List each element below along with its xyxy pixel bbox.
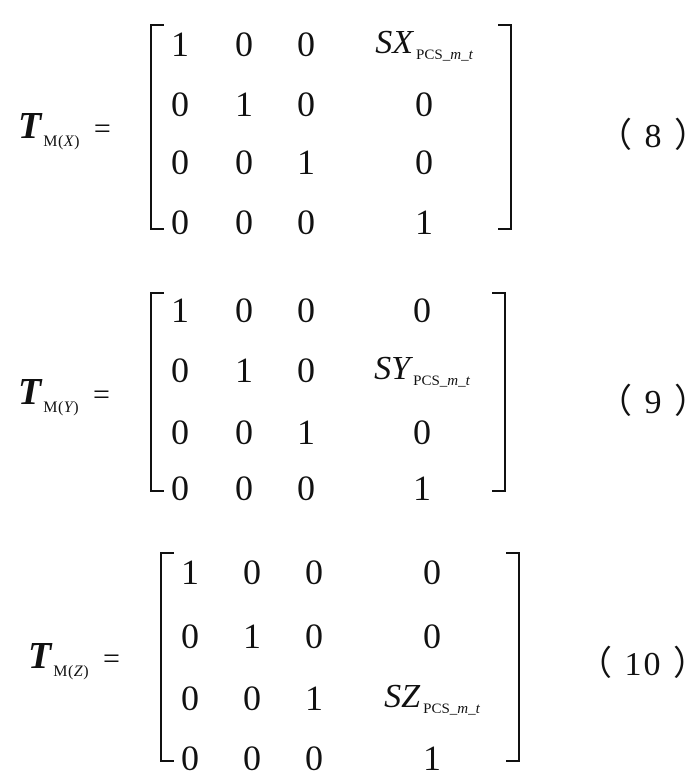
matrix-symbol: T [28,635,52,677]
matrix-cell: 0 [297,290,315,330]
matrix-cell: 1 [297,142,315,182]
matrix-cell: 0 [171,142,189,182]
matrix-cell: 0 [297,84,315,124]
matrix-cell: 0 [235,290,253,330]
lhs-expression: T M(X) = [18,104,111,150]
right-bracket [498,24,512,230]
matrix-cell: 0 [181,616,199,656]
matrix-cell: 0 [181,738,199,778]
matrix-symbol: T [18,105,42,147]
matrix-cell: 1 [305,678,323,718]
matrix-cell: 0 [415,84,433,124]
matrix-cell: 1 [235,350,253,390]
matrix-cell: 0 [235,412,253,452]
equation-number: （ 8 ） [598,118,700,155]
matrix-cell: 0 [413,412,431,452]
matrix-cell: 0 [171,412,189,452]
matrix-cell: 0 [235,202,253,242]
matrix-cell: 1 [171,24,189,64]
matrix-subscript: M(Z) [53,663,90,680]
matrix-cell: 1 [423,738,441,778]
matrix-cell: 0 [297,468,315,508]
equation-number: （ 9 ） [598,384,700,421]
matrix-cell: 0 [305,616,323,656]
right-bracket [492,292,506,492]
matrix-cell: 1 [235,84,253,124]
matrix-cell: 0 [171,468,189,508]
left-bracket [160,552,174,762]
matrix-cell: 0 [297,24,315,64]
matrix-cell: 0 [171,84,189,124]
matrix-cell: 0 [305,738,323,778]
matrix-cell: 0 [305,552,323,592]
equals-sign: = [93,378,110,411]
matrix-cell: 0 [181,678,199,718]
matrix-cell: 0 [297,202,315,242]
matrix-cell: 0 [243,738,261,778]
matrix-cell: 1 [181,552,199,592]
matrix-cell: 0 [243,678,261,718]
equals-sign: = [103,642,120,675]
matrix-cell: 0 [415,142,433,182]
left-bracket [150,292,164,492]
right-bracket [506,552,520,762]
matrix-cell: 0 [235,24,253,64]
matrix-cell: 1 [413,468,431,508]
matrix-cell: 0 [171,202,189,242]
matrix-cell: 0 [423,552,441,592]
lhs-expression: T M(Y) = [18,370,110,416]
matrix-subscript: M(Y) [43,399,80,416]
matrix-subscript: M(X) [43,133,80,150]
equals-sign: = [93,112,111,145]
left-bracket [150,24,164,230]
matrix-cell: 0 [423,616,441,656]
matrix-cell: 0 [235,468,253,508]
matrix-cell: 0 [235,142,253,182]
lhs-expression: T M(Z) = [28,634,120,680]
matrix-cell: 1 [415,202,433,242]
matrix-cell: 1 [171,290,189,330]
equation-number: （ 10 ） [578,646,700,683]
matrix-cell: 0 [413,290,431,330]
matrix-cell: 0 [297,350,315,390]
matrix-cell: 1 [243,616,261,656]
matrix-symbol: T [18,371,42,413]
matrix-cell: 0 [243,552,261,592]
matrix-cell: 0 [171,350,189,390]
matrix-cell: 1 [297,412,315,452]
